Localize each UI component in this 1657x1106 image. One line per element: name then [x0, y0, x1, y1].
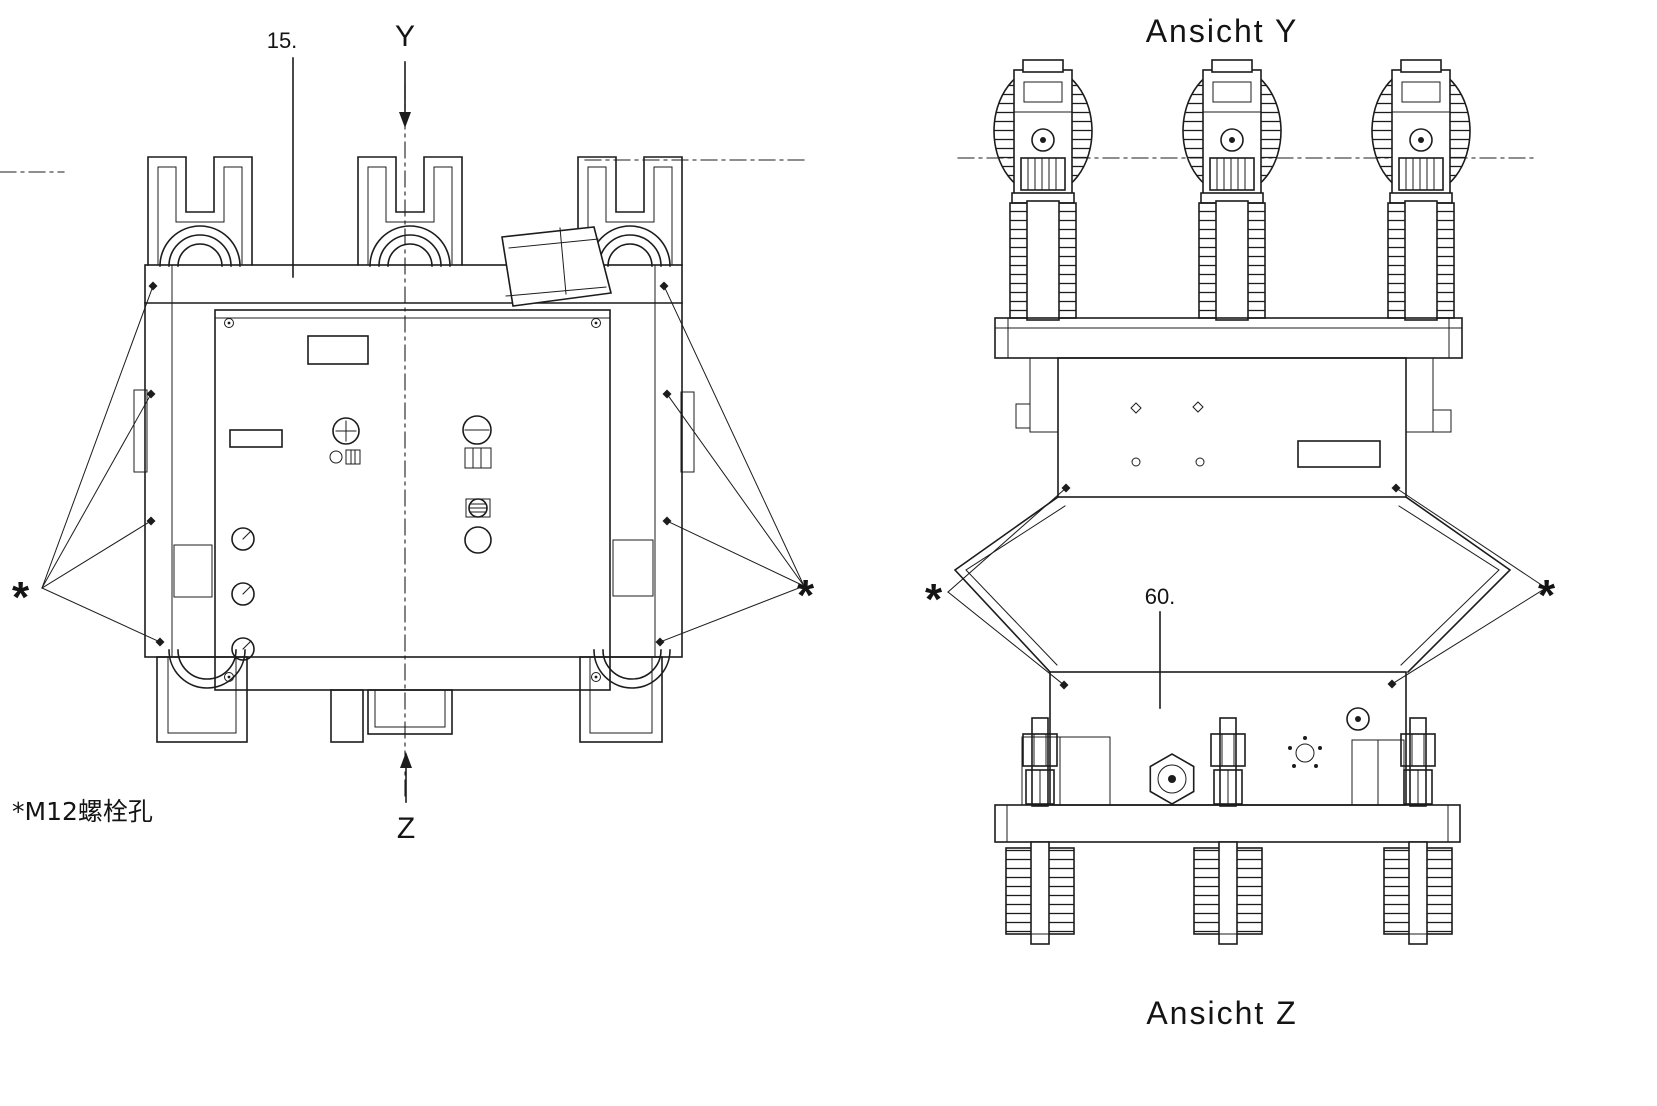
asterisk-front-left: *	[925, 575, 943, 624]
angled-cover	[501, 226, 612, 307]
top-view: 15. Y Z * * *M12螺栓孔	[12, 20, 815, 845]
m12-bolt-note: *M12螺栓孔	[12, 797, 153, 826]
sheet-centerlines	[0, 157, 1535, 173]
axis-label-y: Y	[395, 20, 415, 53]
screw-heads	[231, 527, 255, 661]
lower-beam	[994, 804, 1461, 843]
pole-terminals	[1022, 717, 1436, 807]
frame	[133, 264, 695, 658]
pole-insulators	[993, 59, 1471, 321]
asterisk-right: *	[797, 571, 815, 620]
indicator-cluster	[464, 498, 492, 554]
view-z-title: Ansicht Z	[1146, 995, 1297, 1031]
side-brackets	[1015, 357, 1452, 433]
m12-leaders-right	[655, 281, 805, 647]
bottom-studs	[1005, 841, 1453, 945]
hex-nut	[1149, 753, 1195, 805]
m12-leaders-front-left	[947, 483, 1071, 690]
asterisk-front-right: *	[1538, 571, 1556, 620]
operating-knob-left	[329, 417, 361, 465]
front-view: Ansicht Y Ansicht Z 60. * *	[925, 13, 1556, 1031]
operating-knob-right	[462, 415, 492, 469]
hexagonal-skirt	[953, 495, 1512, 674]
breaker-body	[1057, 357, 1407, 498]
m12-leaders-front-right	[1387, 483, 1547, 689]
mechanism-panel	[214, 309, 611, 691]
asterisk-left: *	[12, 573, 30, 622]
axis-z-arrow	[400, 752, 412, 803]
bottom-legs	[156, 656, 663, 743]
part-label-15: 15.	[267, 28, 298, 53]
part-label-60: 60.	[1145, 584, 1176, 609]
upper-beam	[994, 317, 1463, 359]
view-y-title: Ansicht Y	[1146, 13, 1299, 49]
m12-leaders-left	[41, 281, 165, 647]
fork-terminals	[147, 156, 683, 266]
axis-label-z: Z	[397, 812, 415, 845]
axis-y-arrow	[399, 61, 411, 128]
